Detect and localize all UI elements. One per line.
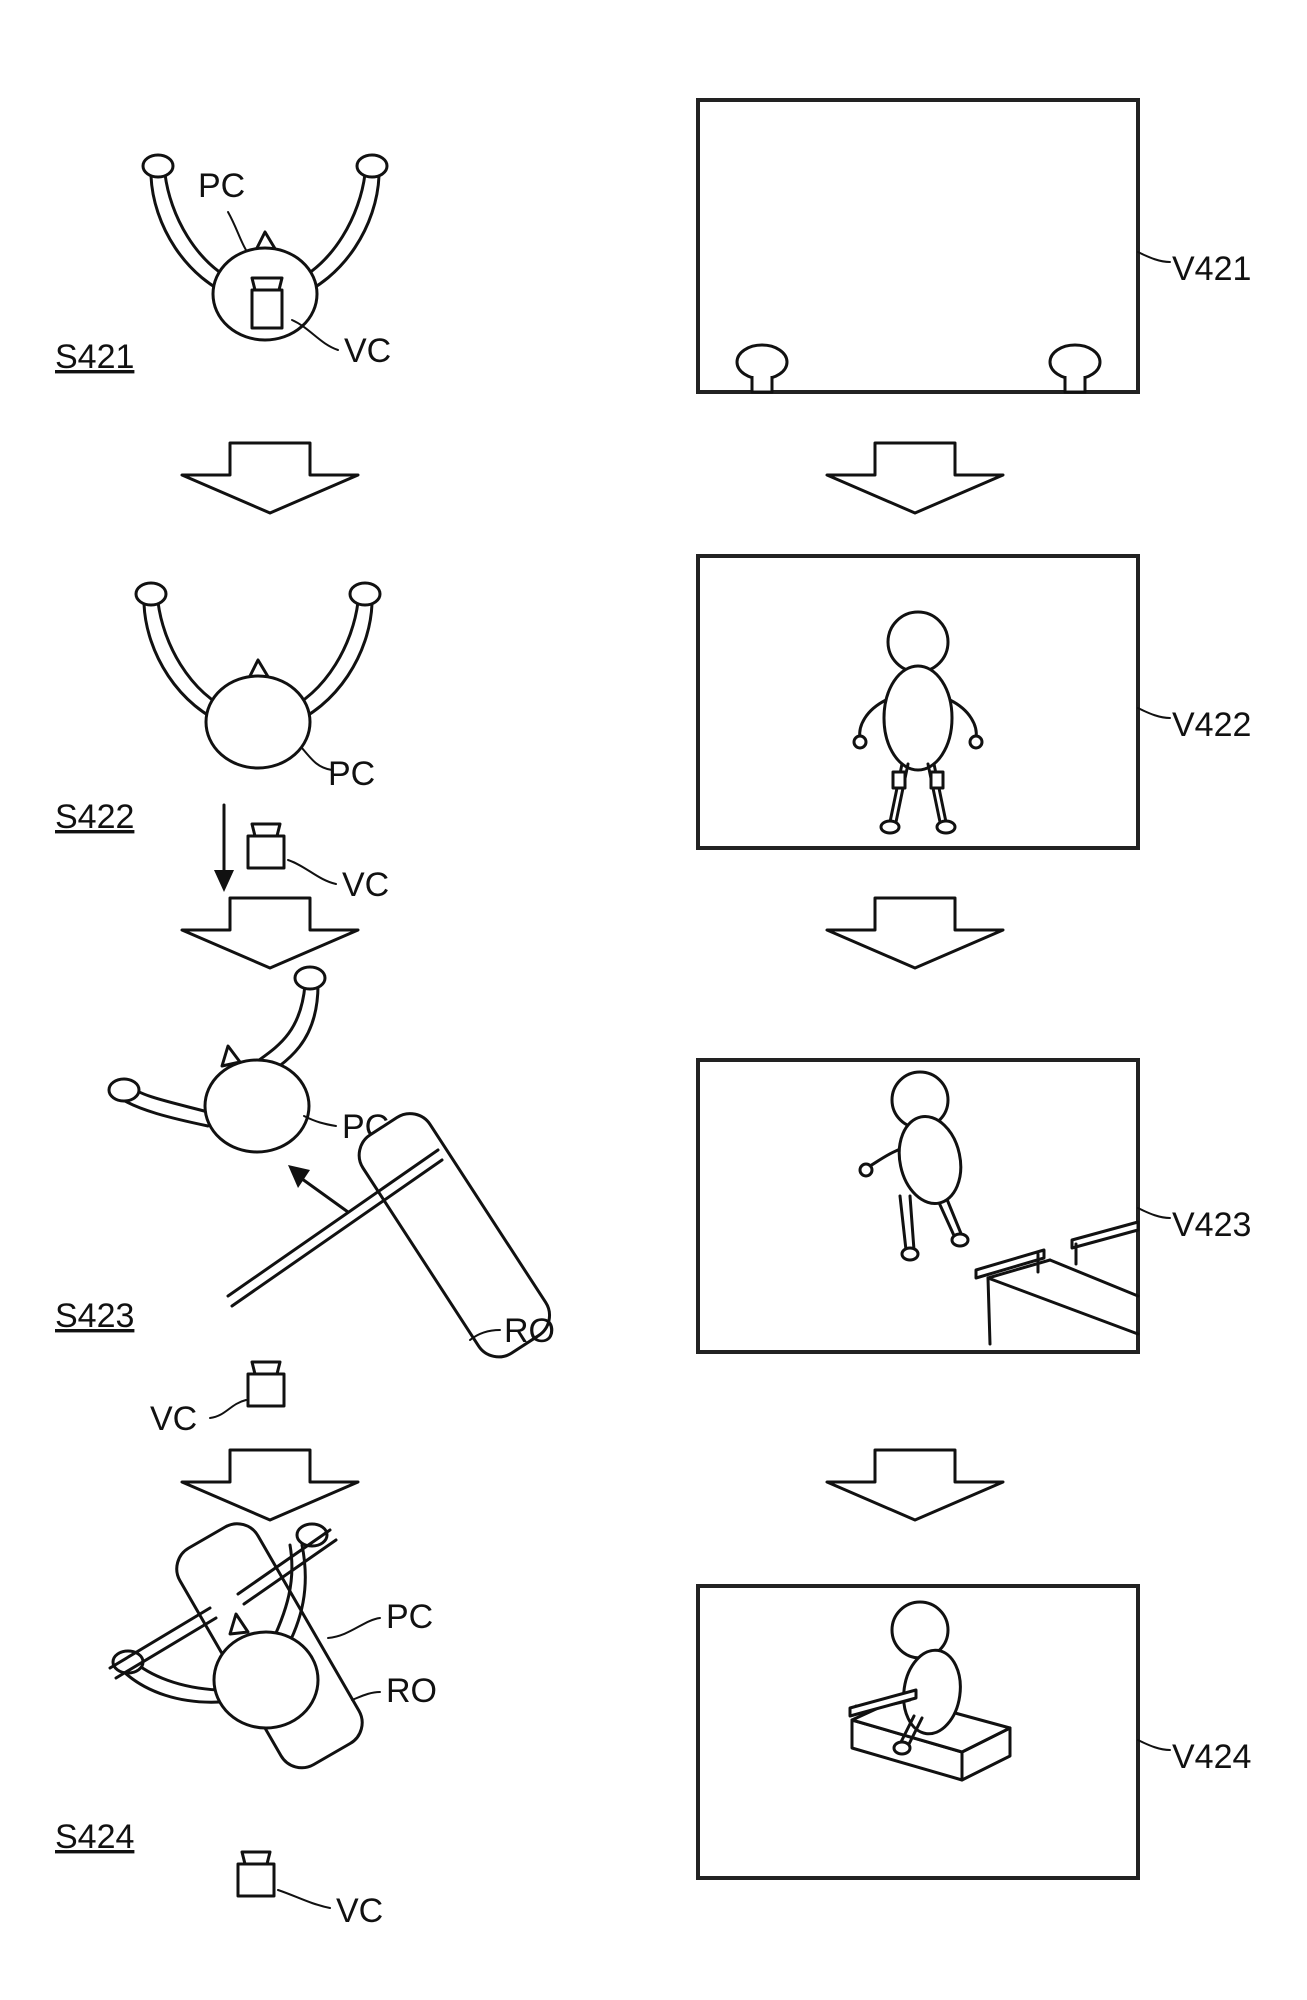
leader-vc [210,1400,246,1418]
leader-view [1138,708,1170,718]
step-label: S421 [55,338,134,376]
leader-view [1138,1208,1170,1218]
leader-view [1138,1740,1170,1750]
step-s423: PC RO S423 VC [55,967,559,1438]
view-v421: V421 [698,100,1251,392]
step-s421: PC VC S421 [55,155,391,376]
motion-arrow-shaft [298,1176,348,1212]
virtual-camera-lens [252,278,282,290]
down-arrow [827,898,1003,968]
label-vc: VC [344,332,391,370]
leader-view [1138,252,1170,262]
down-arrow [182,1450,358,1520]
hand-right-in-view [1050,345,1100,379]
virtual-camera-icon [238,1852,274,1896]
hand-left-in-view [737,345,787,379]
view-label: V424 [1172,1738,1251,1776]
label-vc: VC [336,1892,383,1930]
hand-left-grip [752,376,772,392]
leader-ro [352,1692,380,1700]
motion-arrow-head [214,870,234,892]
view-v423: V423 [698,1060,1251,1352]
leader-pc [228,212,246,250]
virtual-camera-icon [252,290,282,328]
down-arrow [182,443,358,513]
hand-right-grip [1065,376,1085,392]
down-arrow [182,898,358,968]
down-arrow [827,1450,1003,1520]
leader-vc [288,860,336,884]
label-vc: VC [150,1400,197,1438]
view-v422: V422 [698,556,1251,848]
label-ro: RO [504,1312,555,1350]
down-arrow [827,443,1003,513]
view-label: V422 [1172,706,1251,744]
label-pc: PC [386,1598,433,1636]
virtual-camera-icon [248,1362,284,1406]
step-label: S422 [55,798,134,836]
virtual-camera-icon [248,824,284,868]
label-pc: PC [328,755,375,793]
controller-head-top-view [109,967,325,1152]
leader-vc [278,1890,330,1908]
view-label: V423 [1172,1206,1251,1244]
view-label: V421 [1172,250,1251,288]
label-vc: VC [342,866,389,904]
controller-head-top-view [136,583,380,768]
leader-pc [304,1116,336,1126]
label-pc: PC [198,167,245,205]
leader-pc [328,1618,380,1638]
step-s424: PC RO S424 VC [55,1515,437,1930]
leader-vc [292,320,338,350]
label-ro: RO [386,1672,437,1710]
step-s422: PC S422 VC [55,583,389,904]
view-v424: V424 [698,1586,1251,1878]
step-label: S423 [55,1297,134,1335]
step-label: S424 [55,1818,134,1856]
motion-arrow-head [288,1165,310,1188]
